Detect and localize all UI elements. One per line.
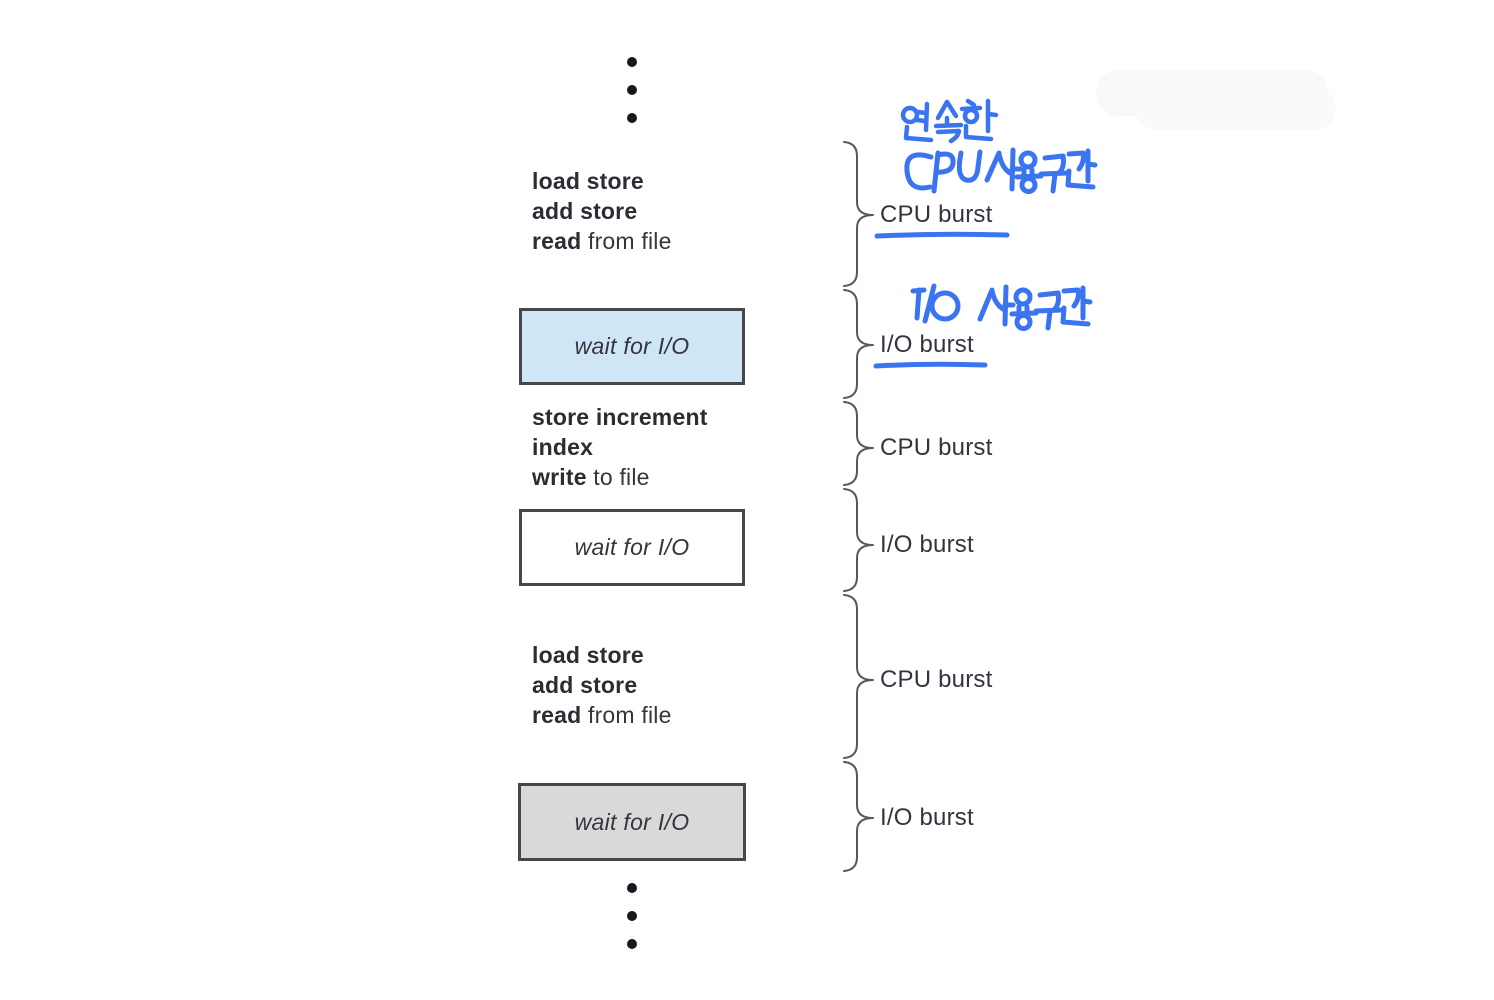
code-text-segment: load store [532, 642, 644, 668]
wait-for-io-box-blue: wait for I/O [519, 308, 745, 385]
code-text-segment: to file [586, 464, 650, 490]
ellipsis-dot [627, 85, 637, 95]
code-text-segment: load store [532, 168, 644, 194]
code-text-segment: add store [532, 198, 638, 224]
code-text-segment: read [532, 228, 582, 254]
code-text-segment: index [532, 434, 594, 460]
code-text-segment: store increment [532, 404, 708, 430]
code-line: store increment [532, 402, 842, 432]
ellipsis-dot [627, 911, 637, 921]
handwritten-annotation-korean-2 [904, 147, 1098, 194]
burst-label-i-o-burst: I/O burst [880, 331, 974, 358]
code-text-segment: read [532, 702, 582, 728]
code-line: index [532, 432, 842, 462]
wait-box-label: wait for I/O [574, 534, 690, 560]
section-brace-6 [843, 761, 874, 872]
code-line: add store [532, 196, 842, 226]
code-line: write to file [532, 462, 842, 492]
code-line: load store [532, 166, 842, 196]
ellipsis-dot [627, 113, 637, 123]
code-line: add store [532, 670, 842, 700]
section-brace-3 [843, 401, 874, 486]
code-text-segment: from file [581, 702, 672, 728]
ellipsis-dot [627, 883, 637, 893]
section-brace-5 [843, 594, 874, 759]
code-text-segment: add store [532, 672, 638, 698]
burst-label-cpu-burst: CPU burst [880, 666, 993, 693]
burst-label-i-o-burst: I/O burst [880, 531, 974, 558]
code-line: load store [532, 640, 842, 670]
section-brace-4 [843, 488, 874, 592]
burst-label-cpu-burst: CPU burst [880, 201, 993, 228]
handwritten-annotation-korean-3 [910, 283, 1093, 331]
section-brace-1 [843, 141, 874, 287]
wait-for-io-box-gray: wait for I/O [518, 783, 746, 861]
handwritten-underline-1 [874, 231, 1010, 239]
burst-label-cpu-burst: CPU burst [880, 434, 993, 461]
code-line: read from file [532, 226, 842, 256]
ellipsis-dot [627, 939, 637, 949]
erased-highlight-mark [1096, 70, 1336, 130]
ellipsis-dot [627, 57, 637, 67]
burst-label-i-o-burst: I/O burst [880, 804, 974, 831]
handwritten-annotation-korean-1 [900, 98, 999, 144]
code-text-segment: write [532, 464, 587, 490]
wait-box-label: wait for I/O [574, 808, 690, 835]
code-line: read from file [532, 700, 842, 730]
wait-for-io-box-white: wait for I/O [519, 509, 745, 586]
section-brace-2 [843, 289, 874, 399]
wait-box-label: wait for I/O [574, 333, 690, 359]
code-text-segment: from file [581, 228, 672, 254]
handwritten-underline-2 [873, 361, 988, 369]
